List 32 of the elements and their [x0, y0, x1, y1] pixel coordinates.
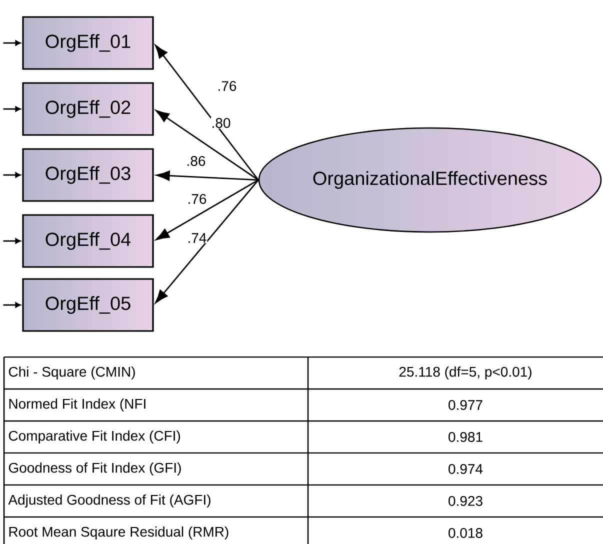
table-cell: Adjusted Goodness of Fit (AGFI)	[8, 494, 210, 508]
variable-box: OrgEff_05	[22, 278, 154, 332]
edge-label: .76	[216, 80, 238, 92]
table-cell: Root Mean Sqaure Residual (RMR)	[9, 526, 228, 540]
table-cell: 0.018	[448, 528, 482, 538]
error-arrow	[3, 238, 21, 244]
arrow	[155, 44, 259, 180]
table-cell: 0.923	[448, 496, 482, 506]
error-arrow	[3, 40, 21, 46]
variable-box: OrgEff_02	[22, 82, 154, 136]
variable-box: OrgEff_01	[22, 16, 154, 70]
edge-label: .86	[186, 156, 206, 166]
table-cell: 0.981	[448, 432, 482, 442]
edge-label: .74	[186, 232, 208, 244]
table-cell: 25.118 (df=5, p<0.01)	[399, 366, 532, 380]
error-arrow	[3, 172, 21, 178]
error-arrow	[3, 106, 21, 112]
edge-label: .76	[186, 194, 208, 204]
arrow	[156, 179, 259, 240]
table-cell: 0.977	[448, 400, 482, 410]
arrow	[155, 180, 259, 304]
variable-box: OrgEff_04	[22, 214, 154, 268]
edge-label: .80	[210, 118, 232, 128]
table-cell: 0.974	[448, 464, 483, 474]
arrow	[156, 170, 258, 181]
arrow	[156, 110, 259, 181]
table-cell: Goodness of Fit Index (GFI)	[8, 462, 181, 476]
variable-box: OrgEff_03	[22, 148, 154, 202]
table-cell: Normed Fit Index (NFI	[9, 398, 146, 412]
table-cell: Comparative Fit Index (CFI)	[8, 430, 180, 444]
table-cell: Chi - Square (CMIN)	[8, 366, 135, 380]
error-arrow	[3, 302, 21, 308]
